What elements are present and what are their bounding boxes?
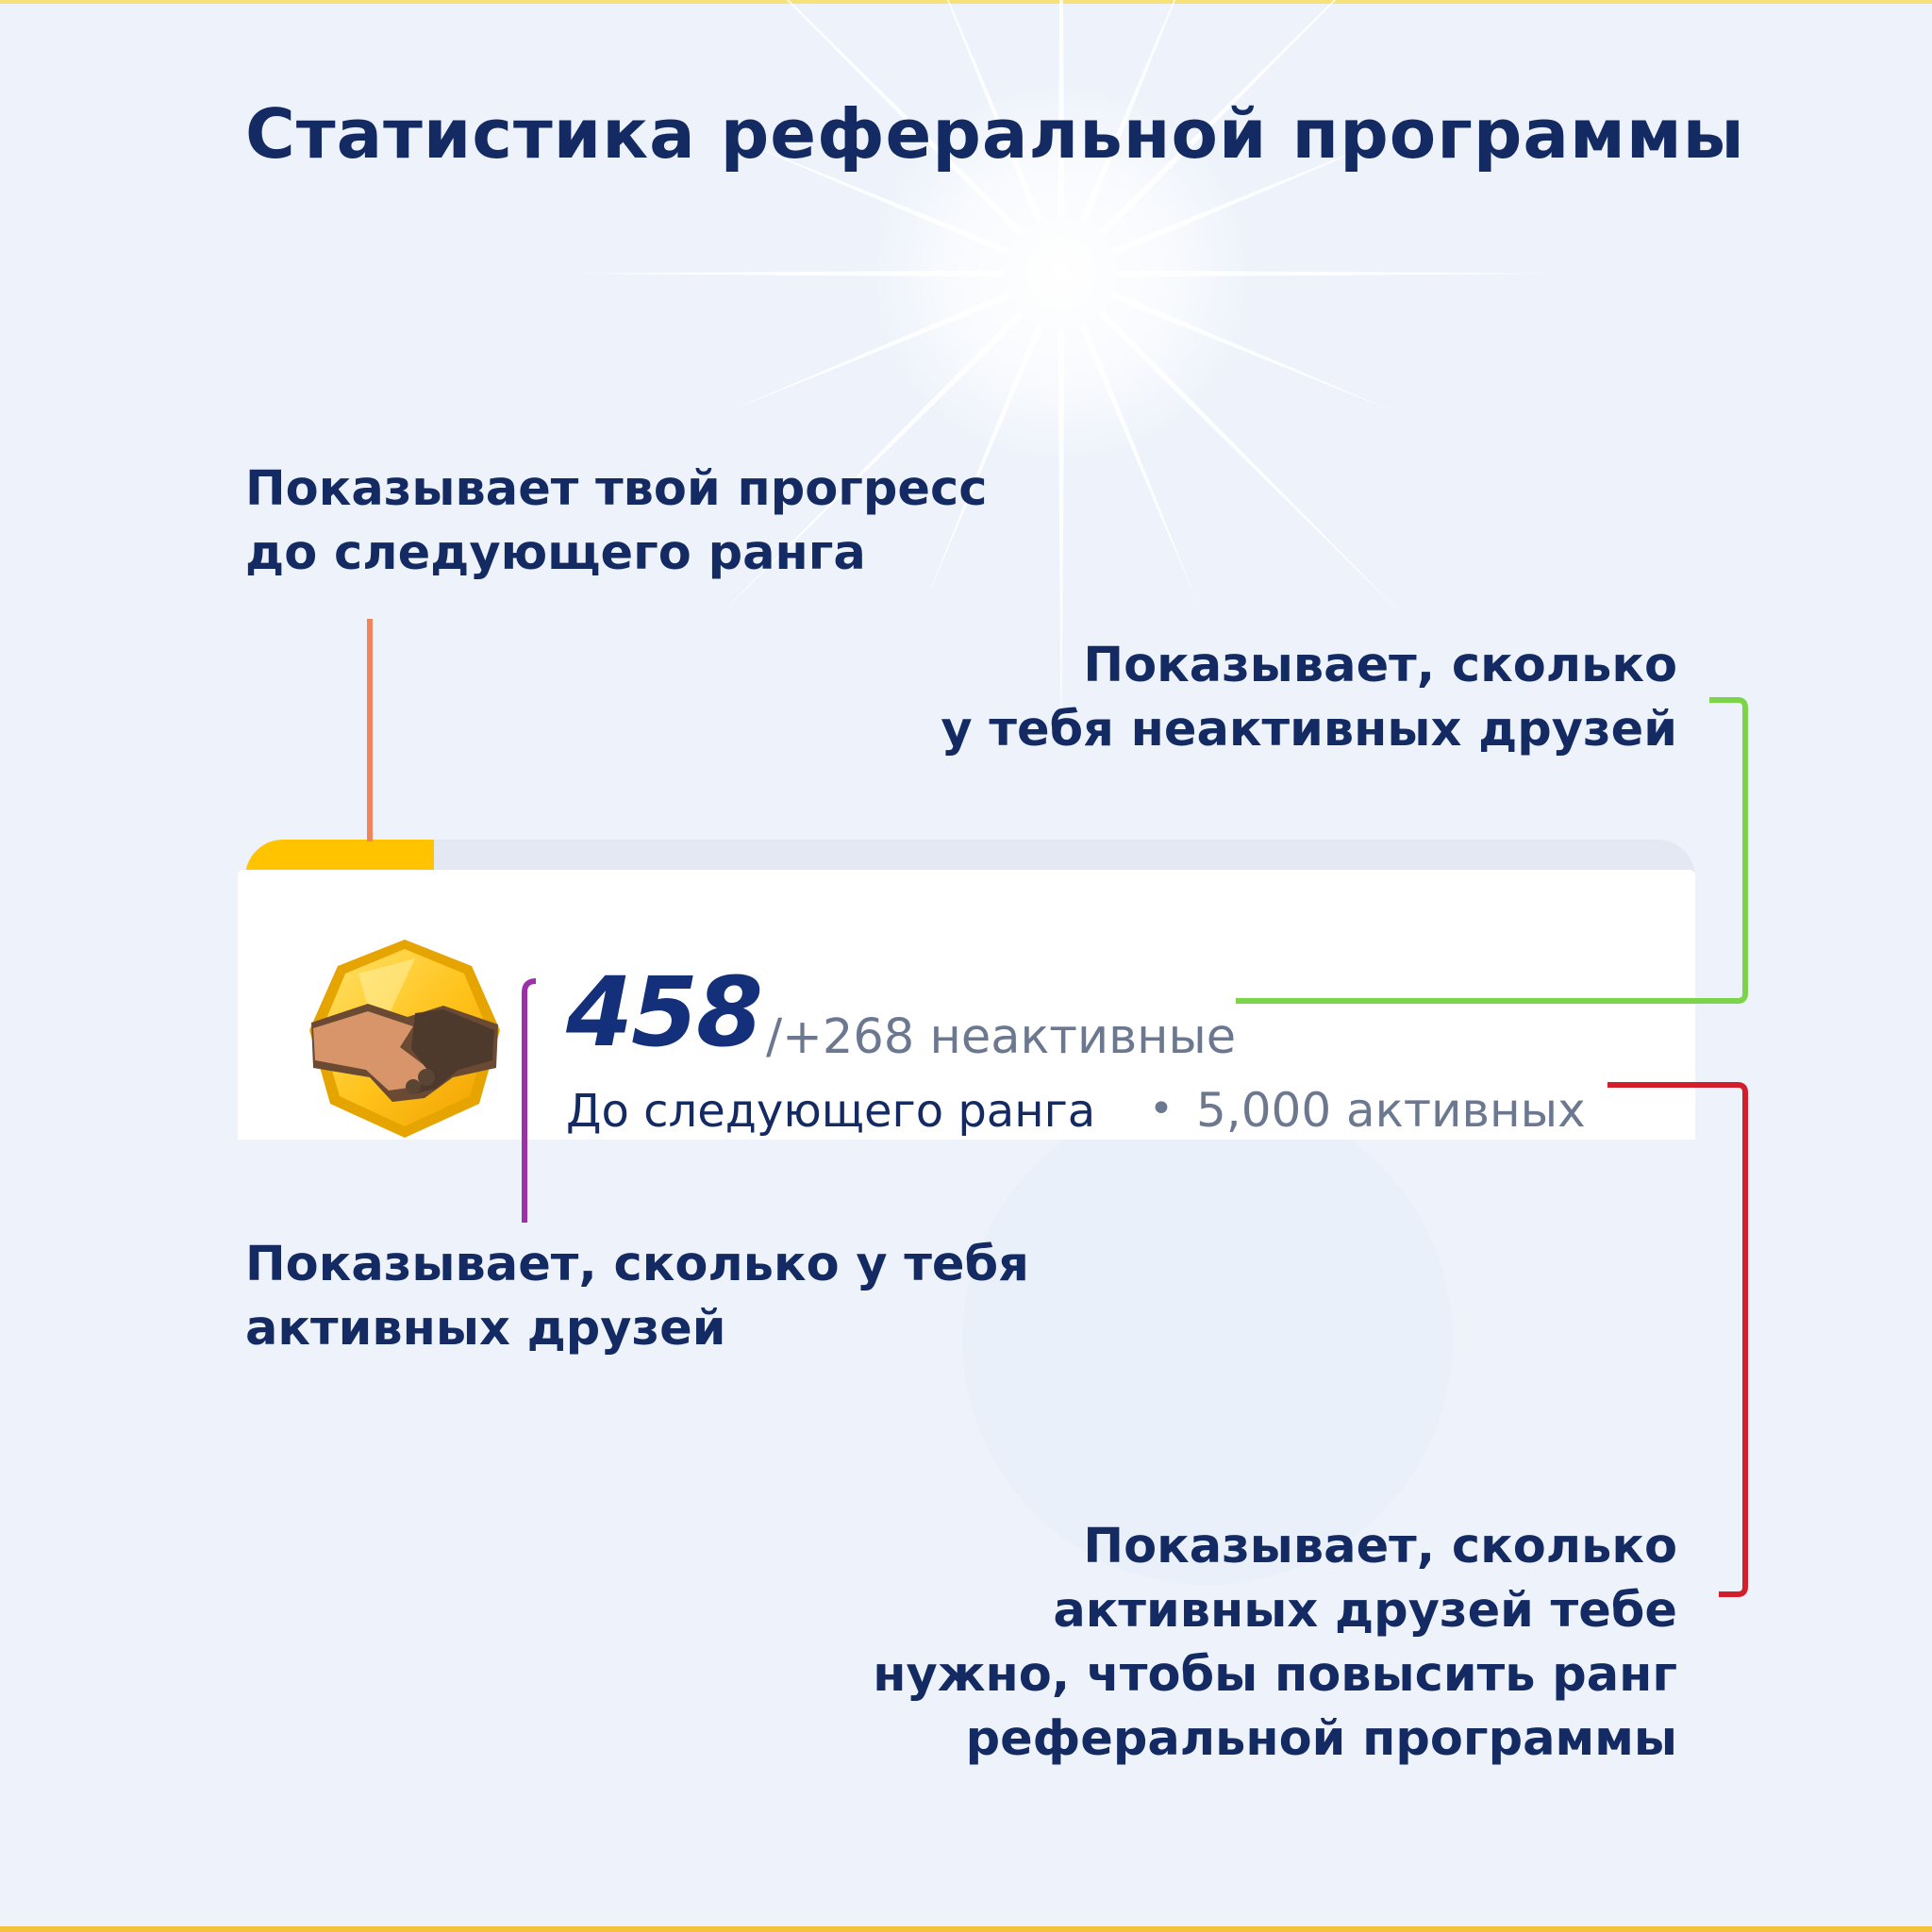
- inactive-note: Показывает, сколько у тебя неактивных др…: [941, 634, 1677, 762]
- note-line: реферальной программы: [965, 1711, 1677, 1767]
- inactive-friends-count: /+268 неактивные: [766, 1009, 1237, 1065]
- next-rank-requirement: 5,000 активных: [1196, 1083, 1586, 1138]
- note-line: Показывает, сколько: [1083, 638, 1677, 693]
- note-line: Показывает твой прогресс: [245, 461, 988, 517]
- progress-note: Показывает твой прогресс до следующего р…: [245, 458, 987, 586]
- note-line: нужно, чтобы повысить ранг: [873, 1647, 1677, 1703]
- note-line: Показывает, сколько: [1083, 1519, 1677, 1574]
- note-line: Показывает, сколько у тебя: [245, 1237, 1029, 1292]
- note-line: активных друзей тебе: [1053, 1583, 1677, 1639]
- handshake-icon: [309, 940, 500, 1138]
- referral-stats-card: 458 /+268 неактивные До следующего ранга…: [238, 840, 1695, 1140]
- note-line: до следующего ранга: [245, 525, 866, 581]
- next-rank-label: До следующего ранга: [566, 1085, 1096, 1138]
- active-note: Показывает, сколько у тебя активных друз…: [245, 1233, 1029, 1361]
- needed-note: Показывает, сколько активных друзей тебе…: [873, 1515, 1677, 1772]
- card-body: 458 /+268 неактивные До следующего ранга…: [238, 870, 1695, 1140]
- note-line: у тебя неактивных друзей: [941, 702, 1677, 758]
- page-title: Статистика реферальной программы: [245, 94, 1745, 174]
- separator-dot: •: [1149, 1085, 1174, 1133]
- active-friends-count: 458: [566, 957, 763, 1069]
- note-line: активных друзей: [245, 1301, 726, 1357]
